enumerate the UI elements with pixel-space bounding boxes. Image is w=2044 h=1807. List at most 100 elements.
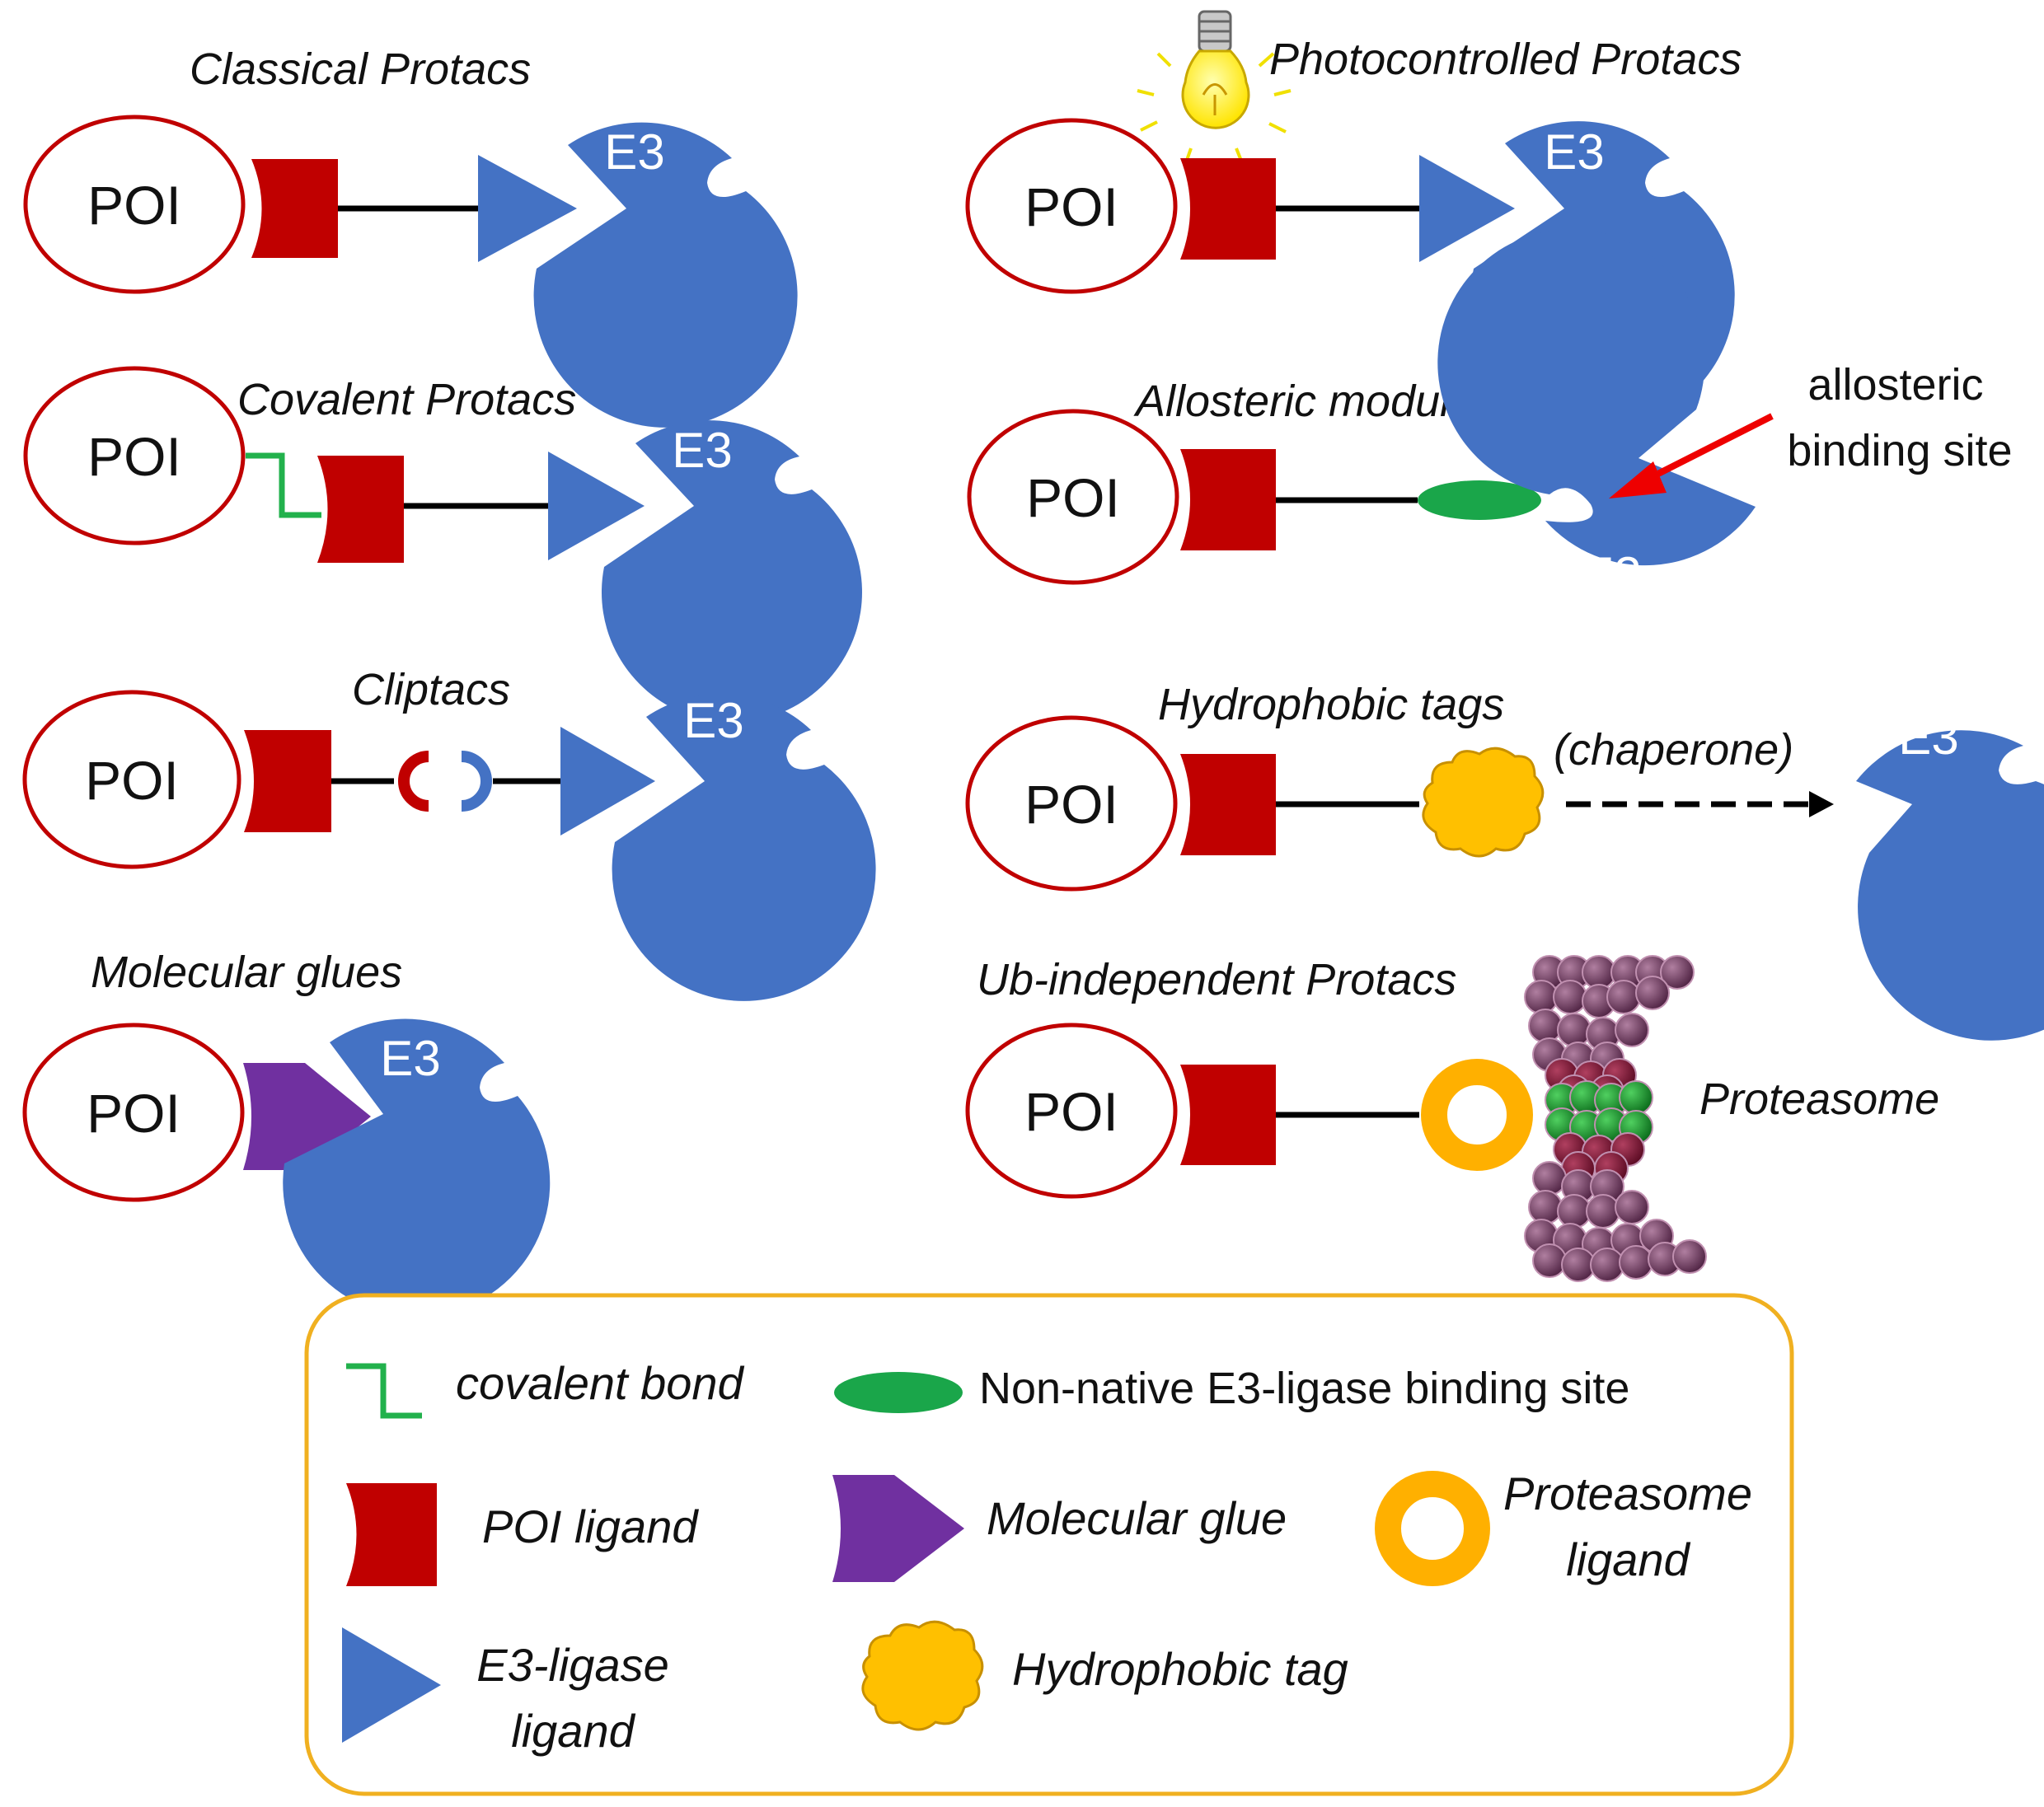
e3-pacman	[1856, 730, 2044, 1041]
panel-title: Ub-independent Protacs	[977, 955, 1456, 1004]
e3-pacman	[601, 420, 862, 723]
proteasome-subunit	[1557, 1013, 1592, 1047]
molecular-glue-icon	[832, 1475, 964, 1582]
allosteric-site-label-1: allosteric	[1807, 360, 1983, 410]
panel-allosteric-modulators: Allosteric modulators allosteric binding…	[967, 229, 2013, 602]
poi-ligand-shape	[1180, 158, 1276, 260]
covalent-bond-icon	[346, 1363, 422, 1419]
poi-ellipse	[967, 409, 1179, 585]
e3-ligand-triangle	[478, 155, 577, 262]
chaperone-label: (chaperone)	[1554, 725, 1793, 775]
non-native-site-ellipse	[1418, 480, 1541, 520]
poi-ligand-shape	[1180, 1065, 1276, 1165]
poi-label: POI	[87, 175, 181, 236]
hydrophobic-tag-icon	[861, 1620, 984, 1731]
legend-proteasome-ligand-2: ligand	[1566, 1533, 1690, 1585]
poi-ligand-shape	[244, 730, 331, 832]
panel-classical-protacs: Classical Protacs POI E3	[23, 44, 798, 428]
poi-ellipse	[22, 690, 241, 869]
proteasome-subunit	[1586, 1194, 1620, 1229]
poi-ligand-icon	[346, 1483, 437, 1586]
legend-e3-ligand-1: E3-ligase	[476, 1639, 668, 1691]
proteasome-subunit	[1615, 1190, 1649, 1224]
legend-poi-ligand: POI ligand	[482, 1500, 699, 1552]
proteasome-subunit	[1606, 980, 1641, 1014]
poi-label: POI	[87, 1083, 180, 1144]
e3-label: E3	[604, 124, 664, 180]
poi-ligand-shape	[1180, 449, 1276, 550]
proteasome-subunit	[1532, 1161, 1567, 1196]
hydrophobic-tag-cloud	[1422, 747, 1545, 858]
poi-ellipse	[965, 1023, 1178, 1199]
legend-e3-ligand-2: ligand	[511, 1705, 635, 1757]
e3-pacman	[533, 122, 798, 428]
red-arrow-icon	[1609, 413, 1774, 499]
proteasome-subunit	[1590, 1248, 1624, 1282]
poi-ellipse	[965, 118, 1178, 294]
e3-ligand-triangle	[560, 727, 655, 836]
e3-label: E3	[672, 423, 732, 478]
legend-covalent-bond: covalent bond	[456, 1357, 745, 1409]
poi-ellipse	[23, 115, 246, 294]
panel-title: Covalent Protacs	[237, 375, 576, 424]
proteasome-subunit	[1660, 955, 1695, 990]
proteasome-subunit	[1553, 980, 1587, 1014]
click-half-red	[398, 751, 429, 812]
e3-ligand-triangle	[548, 452, 645, 560]
proteasome-ligand-icon	[1375, 1471, 1490, 1586]
poi-label: POI	[1026, 467, 1120, 528]
bulb-icon	[1137, 10, 1292, 166]
covalent-bond-line	[246, 452, 321, 518]
proteasome-subunit	[1532, 1243, 1567, 1278]
proteasome-label: Proteasome	[1699, 1074, 1939, 1124]
legend-proteasome-ligand-1: Proteasome	[1503, 1468, 1752, 1519]
panel-title: Cliptacs	[352, 665, 510, 714]
panel-hydrophobic-tags: Hydrophobic tags POI (chaperone) E3	[965, 680, 2044, 1041]
poi-ligand-shape	[251, 159, 338, 258]
poi-ellipse	[22, 1023, 245, 1202]
poi-label: POI	[85, 750, 179, 811]
proteasome-subunit	[1528, 1190, 1563, 1224]
legend-non-native-site: Non-native E3-ligase binding site	[979, 1364, 1629, 1413]
panel-title: Molecular glues	[91, 948, 402, 997]
panel-molecular-glues: Molecular glues POI E3	[22, 948, 551, 1317]
allosteric-site-label-2: binding site	[1787, 426, 2012, 475]
proteasome-subunit	[1635, 976, 1670, 1010]
poi-ligand-shape	[1180, 754, 1276, 855]
proteasome-icon	[1524, 955, 1707, 1282]
legend-box	[304, 1293, 1794, 1796]
panel-title: Photocontrolled Protacs	[1269, 35, 1742, 84]
poi-label: POI	[1024, 1081, 1118, 1142]
poi-label: POI	[1024, 774, 1118, 835]
panel-ub-independent-protacs: Ub-independent Protacs POI Proteasome	[965, 955, 1939, 1282]
proteasome-subunit	[1672, 1239, 1707, 1274]
proteasome-subunit	[1619, 1245, 1653, 1280]
poi-label: POI	[1024, 176, 1118, 237]
e3-label: E3	[1898, 709, 1958, 765]
e3-label: E3	[1544, 124, 1604, 180]
e3-ligand-triangle	[1419, 155, 1515, 262]
panel-covalent-protacs: POI Covalent Protacs E3	[23, 366, 862, 723]
e3-ligand-icon	[342, 1627, 441, 1743]
proteasome-subunit	[1619, 1080, 1653, 1115]
poi-ligand-shape	[317, 456, 404, 563]
proteasome-subunit	[1528, 1009, 1563, 1043]
e3-pacman-rotated	[1437, 229, 1756, 566]
legend-molecular-glue: Molecular glue	[987, 1492, 1287, 1544]
e3-label: E3	[683, 693, 743, 748]
dashed-arrow-head	[1809, 791, 1834, 817]
panel-title: Hydrophobic tags	[1158, 680, 1504, 729]
e3-label: E3	[380, 1031, 440, 1086]
legend-hydrophobic-tag: Hydrophobic tag	[1012, 1643, 1348, 1695]
poi-label: POI	[87, 426, 181, 487]
e3-label: E3	[1581, 547, 1641, 602]
panel-title: Classical Protacs	[190, 44, 531, 94]
e3-pacman	[283, 1018, 551, 1317]
panel-cliptacs: Cliptacs POI E3	[22, 665, 876, 1001]
molecular-glue-shape	[243, 1063, 371, 1170]
poi-ellipse	[23, 366, 246, 545]
proteasome-ligand-ring	[1421, 1059, 1533, 1171]
legend: covalent bond Non-native E3-ligase bindi…	[304, 1293, 1794, 1796]
non-native-site-icon	[834, 1372, 963, 1413]
